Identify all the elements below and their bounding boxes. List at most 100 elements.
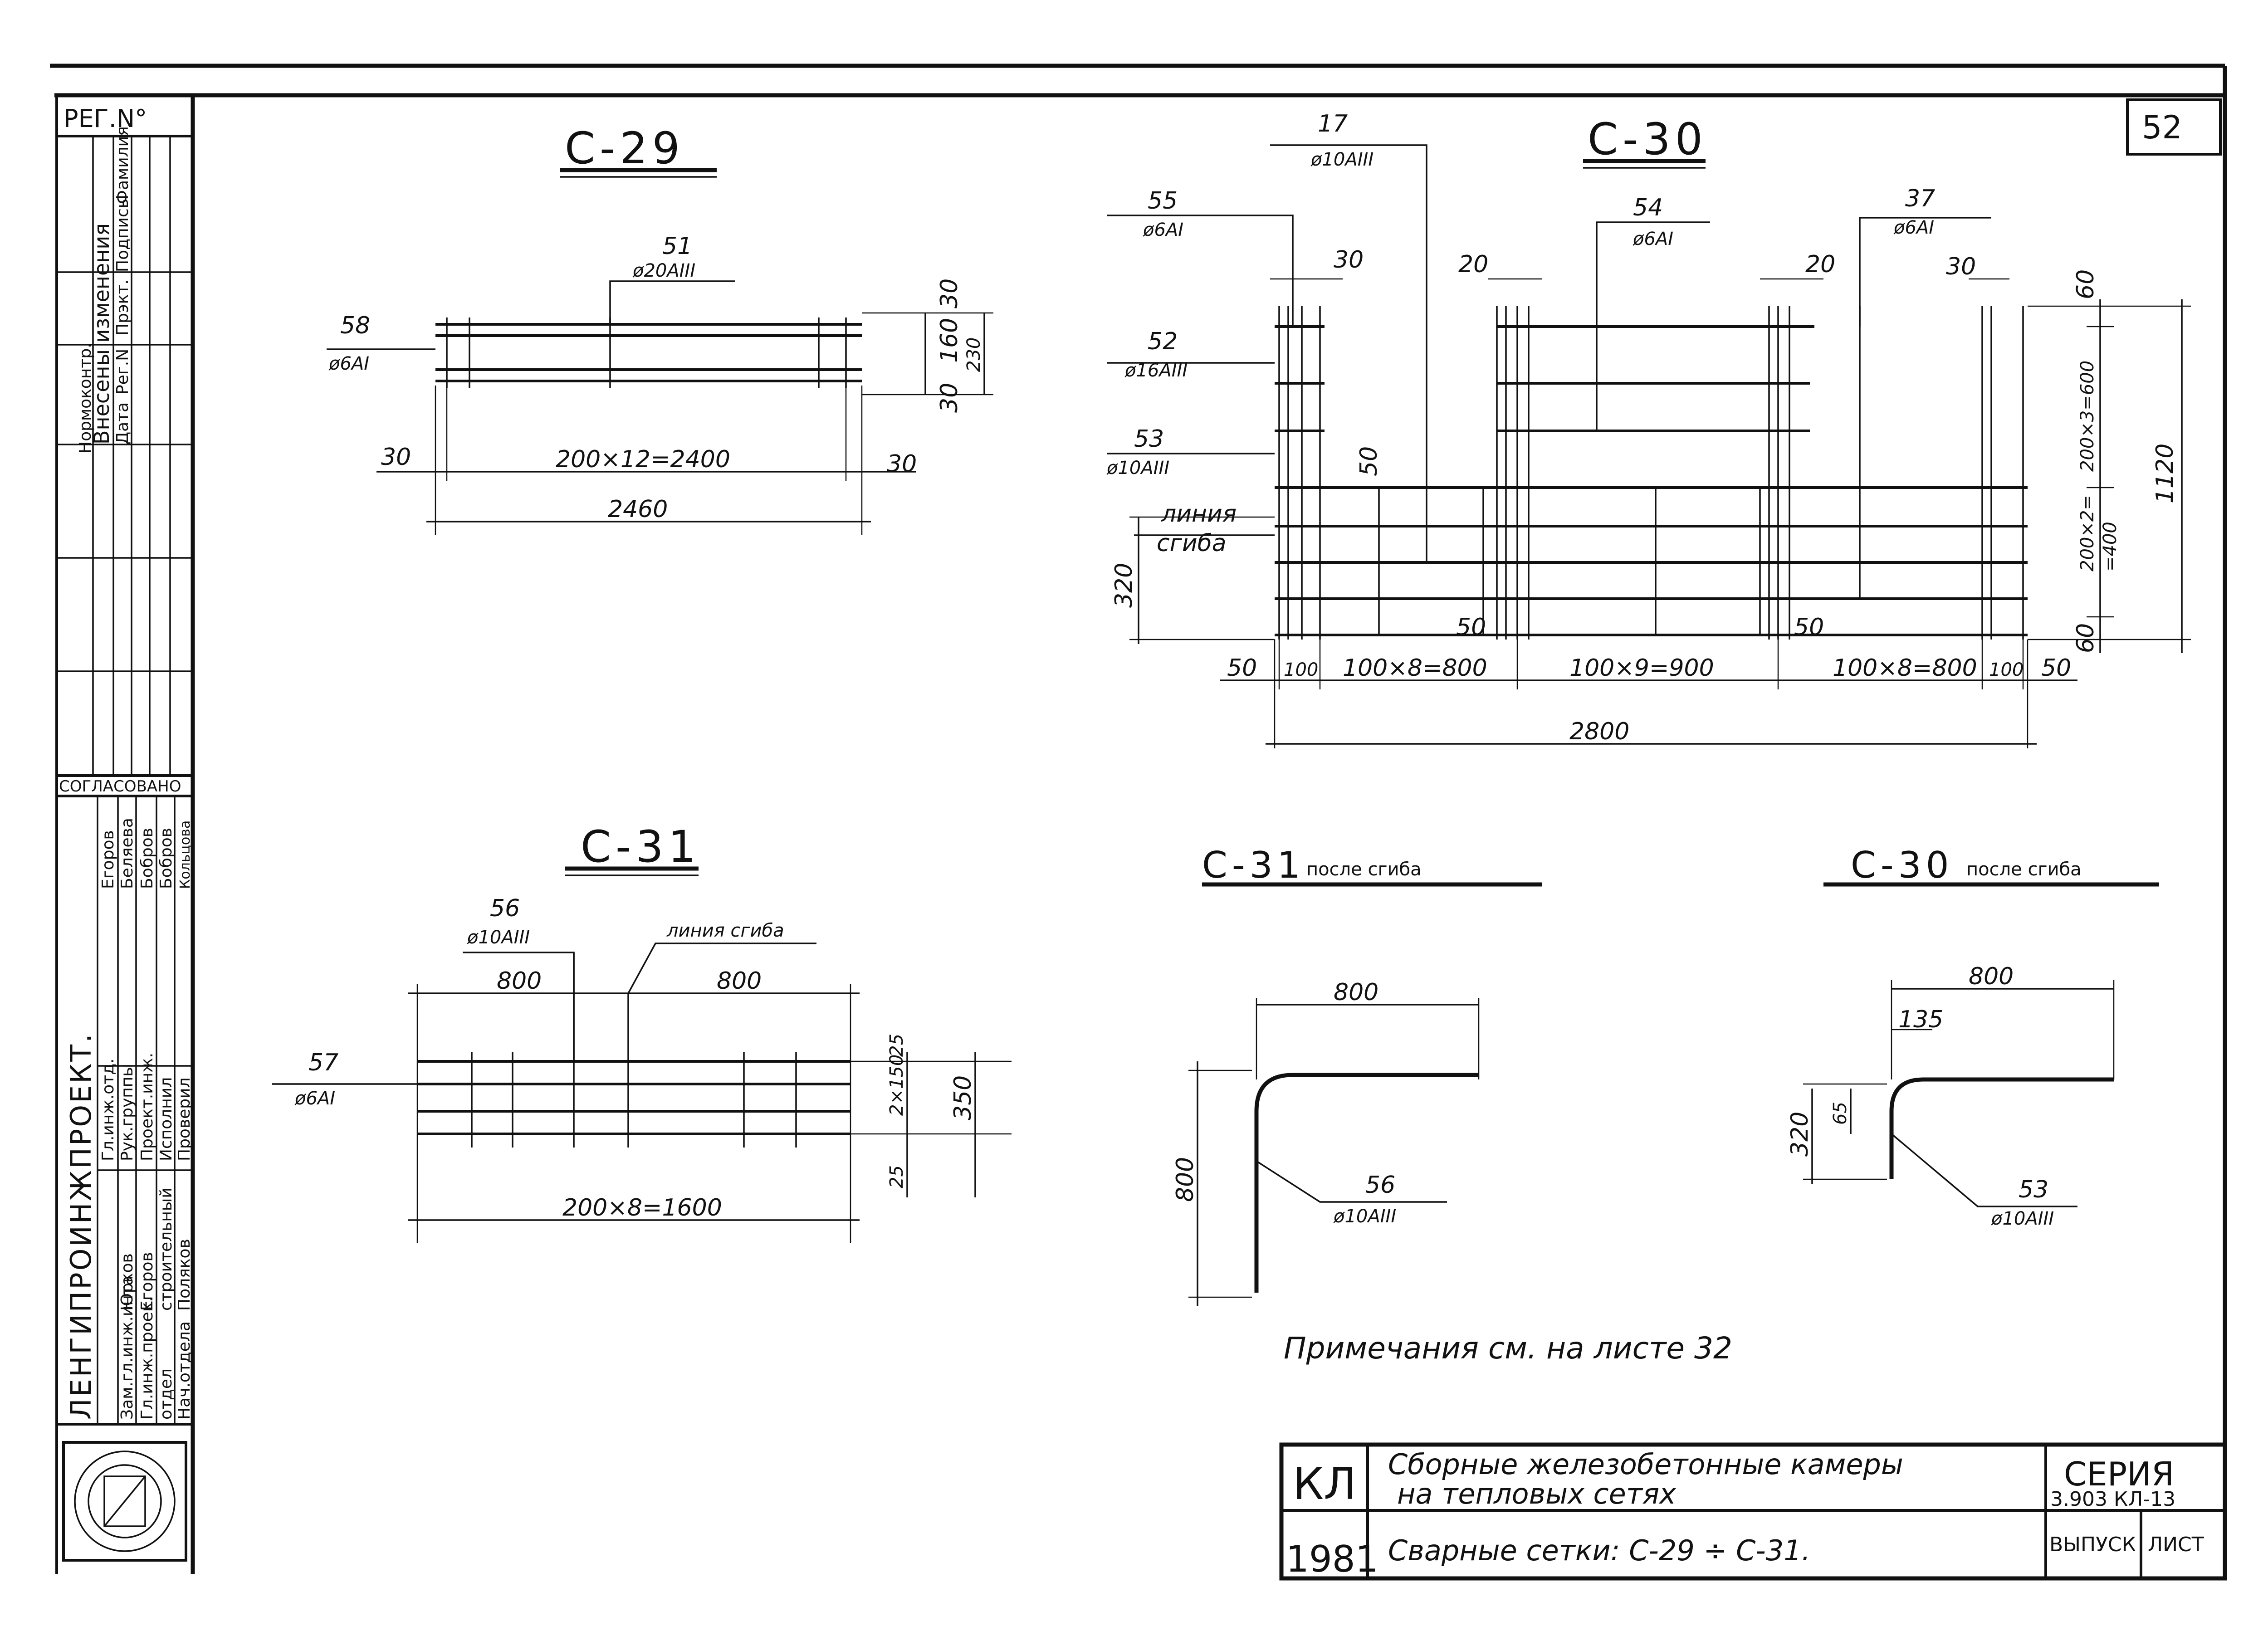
c30-dim-h320: 320 xyxy=(1110,563,1138,608)
c29-dim-overall: 2460 xyxy=(608,496,668,523)
c30-dim-v-grid2: 200×2= xyxy=(2077,495,2098,571)
change-row-4: Прэкт. xyxy=(113,279,132,336)
c31-bent-title: С-31 xyxy=(1202,844,1305,886)
c29-dim-right: 30 xyxy=(887,450,917,478)
c30-dim-overall: 2800 xyxy=(1569,718,1629,745)
c31-dim-mid: 2×150 xyxy=(886,1055,907,1116)
c30-dim-h50b: 50 xyxy=(1456,614,1486,641)
view-c31: С-31 56 ø10АIII 57 ø6АI линия сгиба xyxy=(272,821,1012,1243)
c29-callout-bar-1: ø6АI xyxy=(328,353,369,374)
org-name-3: Поляков xyxy=(175,1239,194,1311)
sheet-frame xyxy=(50,63,2227,1578)
name-3: Бобров xyxy=(157,828,176,889)
change-row-0: Нормоконтр. xyxy=(76,343,95,454)
c30-callout-bar-3: ø6АI xyxy=(1893,217,1934,238)
name-0: Егоров xyxy=(99,830,117,889)
c30-bent-dim-65: 65 xyxy=(1830,1102,1851,1125)
c29-callout-bar-0: ø20АIII xyxy=(632,260,695,281)
tb-sheet-label: ЛИСТ xyxy=(2148,1533,2204,1556)
c30-dim-top-20a: 20 xyxy=(1458,251,1488,278)
role-0: Гл.инж.отд. xyxy=(99,1058,117,1161)
name-4: Кольцова xyxy=(177,820,193,889)
role-2: Проект.инж. xyxy=(138,1053,156,1161)
c30-callout-bar-0: ø10АIII xyxy=(1310,149,1374,170)
c31-dimensions: 800 800 200×8=1600 25 2×150 25 350 xyxy=(408,967,1012,1243)
c31-bent-dim-top: 800 xyxy=(1334,979,1378,1006)
c31-dim-bot: 25 xyxy=(886,1165,907,1188)
change-row-6: Фамилия xyxy=(113,126,132,204)
organization-name: ЛЕНГИПРОИНЖПРОЕКТ. xyxy=(64,1032,98,1420)
tb-code: КЛ xyxy=(1293,1459,1356,1509)
c30-bent-callout-mark: 53 xyxy=(2019,1176,2048,1203)
tb-sheet-name: Сварные сетки: С-29 ÷ С-31. xyxy=(1388,1534,1810,1567)
c30-dim-b100r: 100 xyxy=(1989,659,2024,680)
c30-title: С-30 xyxy=(1588,114,1707,165)
c30-dim-h50: 50 xyxy=(1355,446,1383,476)
tb-year: 1981 xyxy=(1286,1538,1378,1580)
org-name-1: Егоров xyxy=(138,1252,156,1311)
c31-callout-bar-1: ø6АI xyxy=(294,1088,335,1109)
c31-bent-subtitle: после сгиба xyxy=(1306,859,1422,880)
c30-bent-title: С-30 xyxy=(1851,844,1954,886)
sheet-number: 52 xyxy=(2142,109,2182,146)
view-c29: С-29 51 ø20АIII 58 ø6АI 200×12=2400 xyxy=(327,123,993,535)
change-row-3: Рег.N xyxy=(113,349,132,395)
reg-no-label: РЕГ.N° xyxy=(64,104,147,133)
c30-dimensions: 30 20 20 30 60 200×3=600 200×2= =400 60 … xyxy=(1110,246,2191,748)
tb-issue-label: ВЫПУСК xyxy=(2049,1533,2136,1556)
org-name-2: строительный xyxy=(157,1187,176,1311)
c29-mesh xyxy=(435,317,862,388)
c30-bent-subtitle: после сгиба xyxy=(1966,859,2082,880)
change-row-2: Дата xyxy=(113,402,132,444)
c30-bend-line-1: сгиба xyxy=(1157,530,1227,557)
c30-bent-dim-320: 320 xyxy=(1786,1112,1813,1157)
c29-dim-left: 30 xyxy=(381,444,411,471)
c29-callout-mark-1: 58 xyxy=(340,312,370,339)
org-name-0: Юрков xyxy=(118,1253,137,1311)
role-3: Исполнил xyxy=(157,1077,176,1161)
sheet-number-box: 52 xyxy=(2126,98,2222,156)
c30-dim-b-seg2: 100×9=900 xyxy=(1569,654,1714,682)
c29-dim-inner: 200×12=2400 xyxy=(556,446,730,473)
c30-callout-bar-1: ø6АI xyxy=(1143,220,1183,240)
c29-title: С-29 xyxy=(565,123,684,174)
c30-callout-bar-5: ø10АIII xyxy=(1106,458,1169,479)
note-text: Примечания см. на листе 32 xyxy=(1284,1331,1732,1366)
c31-callout-bar-0: ø10АIII xyxy=(467,927,530,948)
c29-callout-mark-0: 51 xyxy=(662,233,692,260)
c30-dim-top-20b: 20 xyxy=(1805,251,1835,278)
c31-bent-dim-side: 800 xyxy=(1172,1157,1199,1202)
c30-dim-v60a: 60 xyxy=(2072,269,2099,299)
c30-dim-top-30b: 30 xyxy=(1946,253,1976,280)
organization-logo xyxy=(62,1441,187,1562)
change-row-5: Подпись xyxy=(113,199,132,272)
c30-callout-mark-1: 55 xyxy=(1148,187,1178,215)
c30-dim-b50r: 50 xyxy=(2041,654,2071,682)
c30-mesh xyxy=(1275,306,2028,640)
c30-dim-b100l: 100 xyxy=(1284,659,1318,680)
c29-dim-mid: 160 xyxy=(936,318,963,363)
org-role-3: Нач.отдела xyxy=(175,1321,194,1420)
c31-dim-inner: 200×8=1600 xyxy=(562,1194,722,1221)
c30-dim-b-seg3: 100×8=800 xyxy=(1833,654,1977,682)
c30-dim-v-grid1: 200×3=600 xyxy=(2077,361,2098,472)
c31-title: С-31 xyxy=(581,821,700,872)
c31-bent-callout-bar: ø10АIII xyxy=(1333,1206,1396,1227)
c29-dim-bot: 30 xyxy=(936,383,963,413)
c30-dim-top-30a: 30 xyxy=(1334,246,1364,273)
c31-bend-line: линия сгиба xyxy=(666,920,784,941)
view-c30: С-30 xyxy=(1106,110,2191,748)
view-c31-bent: С-31 после сгиба 800 800 56 ø10АIII xyxy=(1172,844,1542,1306)
org-role-2: отдел xyxy=(157,1368,176,1420)
c29-dim-height: 230 xyxy=(963,337,984,372)
c30-callout-mark-5: 53 xyxy=(1134,425,1164,453)
org-role-1: Гл.инж.проек. xyxy=(138,1297,156,1420)
c31-dim-right: 800 xyxy=(717,967,762,995)
c30-callout-mark-2: 54 xyxy=(1633,194,1663,221)
c31-bent-callout-mark: 56 xyxy=(1365,1172,1395,1199)
c29-dimensions: 200×12=2400 2460 30 30 30 160 30 230 xyxy=(376,278,993,535)
tb-title-line2: на тепловых сетях xyxy=(1397,1477,1677,1510)
c30-dim-v-grid2b: =400 xyxy=(2100,522,2121,571)
